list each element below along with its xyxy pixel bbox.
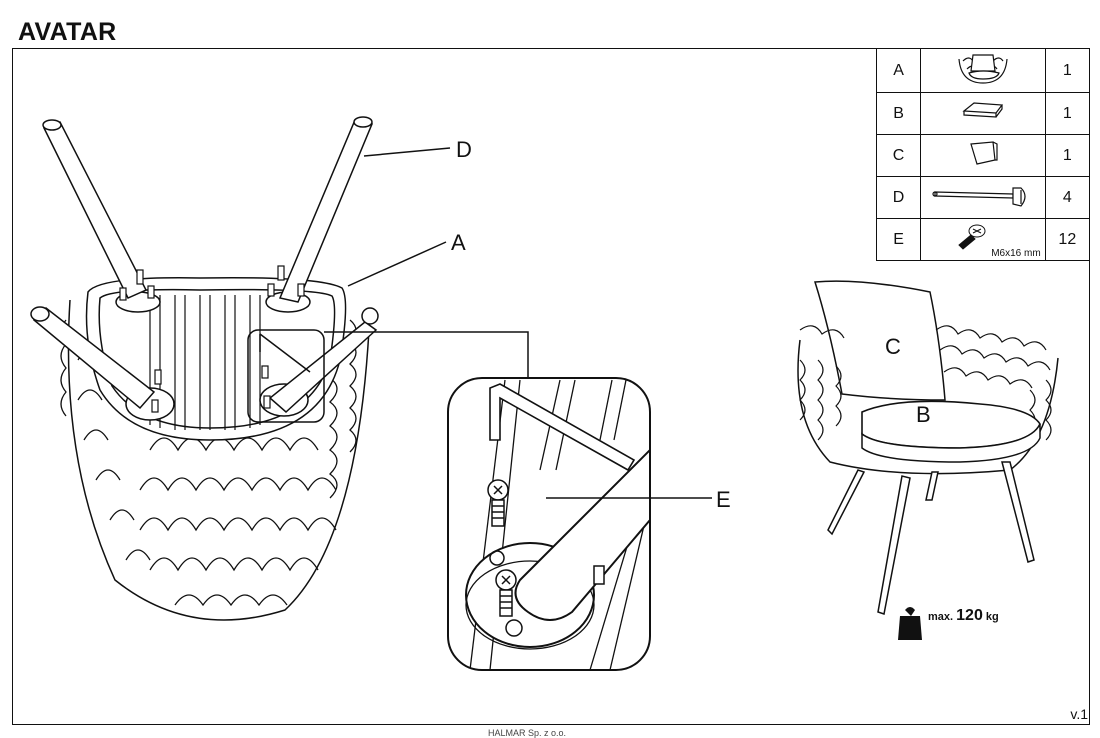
weight-value: 120 xyxy=(956,607,983,624)
table-row: E M6x16 mm 12 xyxy=(875,218,1091,261)
part-letter: E xyxy=(875,218,922,261)
seat-cushion-icon xyxy=(920,92,1046,135)
part-qty: 4 xyxy=(1044,176,1091,219)
callout-label-e: E xyxy=(716,487,731,512)
callout-label-c: C xyxy=(885,334,901,359)
callout-line-a xyxy=(347,241,447,287)
drawing-frame xyxy=(12,48,1090,725)
table-row: C 1 xyxy=(875,134,1091,177)
weight-unit: kg xyxy=(985,611,999,623)
footer-text: HALMAR Sp. z o.o. xyxy=(488,728,567,738)
mount-screws xyxy=(119,265,305,413)
back-cushion-icon xyxy=(920,134,1046,177)
part-letter: C xyxy=(875,134,922,177)
part-qty: 12 xyxy=(1044,218,1091,261)
part-qty: 1 xyxy=(1044,92,1091,135)
document-title: AVATAR xyxy=(18,18,117,46)
max-weight: max. 120 kg xyxy=(900,607,999,629)
table-row: B 1 xyxy=(875,92,1091,135)
detail-marker xyxy=(247,329,325,423)
part-qty: 1 xyxy=(1044,134,1091,177)
part-letter: A xyxy=(875,48,922,93)
callout-line-d xyxy=(363,147,451,157)
assembled-chair xyxy=(797,280,1059,615)
table-row: D 4 xyxy=(875,176,1091,219)
weight-icon xyxy=(898,607,922,640)
chair-frame-icon xyxy=(920,48,1046,93)
detail-connector xyxy=(324,331,529,378)
part-letter: D xyxy=(875,176,922,219)
parts-list-table: A 1 B 1 C 1 D xyxy=(875,48,1091,261)
leg-icon xyxy=(920,176,1046,219)
chair-legs xyxy=(30,116,379,414)
part-qty: 1 xyxy=(1044,48,1091,93)
max-weight-text: max. 120 kg xyxy=(928,607,999,625)
screw-icon: M6x16 mm xyxy=(920,218,1046,261)
zoom-detail-panel xyxy=(447,377,651,671)
callout-label-d: D xyxy=(456,137,472,162)
table-row: A 1 xyxy=(875,48,1091,93)
callout-label-b: B xyxy=(916,402,931,427)
weight-prefix: max. xyxy=(928,611,954,623)
callout-label-a: A xyxy=(451,230,466,255)
version-label: v.1 xyxy=(1070,706,1088,722)
part-letter: B xyxy=(875,92,922,135)
screw-size-note: M6x16 mm xyxy=(991,248,1041,259)
